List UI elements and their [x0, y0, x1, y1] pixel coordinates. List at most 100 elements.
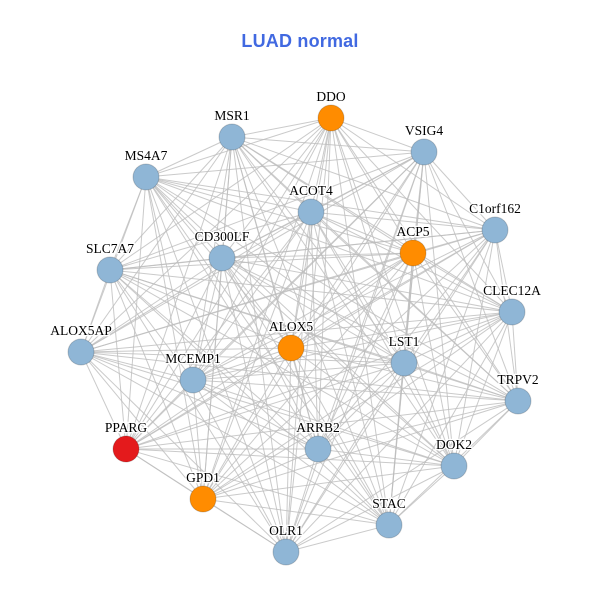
- edge-MCEMP1-ARRB2: [192, 379, 319, 450]
- node-TRPV2: [504, 387, 532, 415]
- edge-CD300LF-TRPV2: [221, 257, 519, 402]
- edge-ACOT4-DOK2: [310, 211, 455, 467]
- node-OLR1: [272, 538, 300, 566]
- edge-TRPV2-PPARG: [125, 400, 519, 450]
- edge-CD300LF-ALOX5AP: [80, 257, 223, 353]
- edge-SLC7A7-OLR1: [109, 269, 287, 553]
- node-ALOX5: [277, 334, 305, 362]
- edge-ACOT4-TRPV2: [310, 211, 519, 402]
- edge-ALOX5-MCEMP1: [192, 347, 292, 381]
- chart-title: LUAD normal: [241, 31, 359, 51]
- edge-MS4A7-LST1: [145, 176, 405, 364]
- node-ALOX5AP: [67, 338, 95, 366]
- node-label-STAC: STAC: [372, 496, 405, 511]
- edge-CLEC12A-ALOX5: [290, 311, 513, 349]
- edge-ACP5-ALOX5: [290, 252, 414, 349]
- edge-ALOX5AP-GPD1: [80, 351, 204, 500]
- edge-ACP5-GPD1: [202, 252, 414, 500]
- edge-MSR1-DOK2: [231, 136, 455, 467]
- node-layer: [67, 104, 532, 566]
- node-label-MSR1: MSR1: [214, 108, 249, 123]
- edge-ALOX5-DOK2: [290, 347, 455, 467]
- edge-ALOX5AP-TRPV2: [80, 351, 519, 402]
- edge-DDO-SLC7A7: [109, 117, 332, 271]
- edge-CD300LF-MCEMP1: [192, 257, 223, 381]
- edge-C1orf162-STAC: [388, 229, 496, 526]
- node-label-ALOX5AP: ALOX5AP: [50, 323, 112, 338]
- edge-SLC7A7-ALOX5AP: [80, 269, 111, 353]
- edge-MSR1-ALOX5AP: [80, 136, 233, 353]
- edge-SLC7A7-MCEMP1: [109, 269, 194, 381]
- edge-DOK2-OLR1: [285, 465, 455, 553]
- node-SLC7A7: [96, 256, 124, 284]
- edge-MS4A7-MCEMP1: [145, 176, 194, 381]
- node-ACP5: [399, 239, 427, 267]
- edge-SLC7A7-ARRB2: [109, 269, 319, 450]
- edge-TRPV2-OLR1: [285, 400, 519, 553]
- edge-ACP5-PPARG: [125, 252, 414, 450]
- edge-LST1-TRPV2: [403, 362, 519, 402]
- edge-MCEMP1-GPD1: [192, 379, 204, 500]
- edge-MS4A7-PPARG: [125, 176, 147, 450]
- node-label-SLC7A7: SLC7A7: [86, 241, 134, 256]
- node-CLEC12A: [498, 298, 526, 326]
- edge-DDO-CD300LF: [221, 117, 332, 259]
- edge-CD300LF-STAC: [221, 257, 390, 526]
- edge-ALOX5-PPARG: [125, 347, 292, 450]
- edge-C1orf162-LST1: [403, 229, 496, 364]
- edge-MS4A7-CD300LF: [145, 176, 223, 259]
- edge-CD300LF-ALOX5: [221, 257, 292, 349]
- edge-SLC7A7-GPD1: [109, 269, 204, 500]
- edge-ACOT4-ACP5: [310, 211, 414, 254]
- edge-ACOT4-SLC7A7: [109, 211, 312, 271]
- edge-ARRB2-GPD1: [202, 448, 319, 500]
- edge-C1orf162-OLR1: [285, 229, 496, 553]
- edge-CD300LF-SLC7A7: [109, 257, 223, 271]
- edge-C1orf162-GPD1: [202, 229, 496, 500]
- edge-STAC-OLR1: [285, 524, 390, 553]
- node-label-CD300LF: CD300LF: [195, 229, 250, 244]
- edge-ACOT4-OLR1: [285, 211, 312, 553]
- node-label-ALOX5: ALOX5: [269, 319, 313, 334]
- edge-ACOT4-MCEMP1: [192, 211, 312, 381]
- edge-DDO-ALOX5: [290, 117, 332, 349]
- edge-LST1-MCEMP1: [192, 362, 405, 381]
- edge-ACP5-SLC7A7: [109, 252, 414, 271]
- edge-CLEC12A-ALOX5AP: [80, 311, 513, 353]
- edge-LST1-OLR1: [285, 362, 405, 553]
- node-DDO: [317, 104, 345, 132]
- node-label-PPARG: PPARG: [105, 420, 148, 435]
- edge-ACP5-CLEC12A: [412, 252, 513, 313]
- edge-C1orf162-DOK2: [453, 229, 496, 467]
- edge-MS4A7-DOK2: [145, 176, 455, 467]
- edge-MS4A7-TRPV2: [145, 176, 519, 402]
- edge-TRPV2-ARRB2: [317, 400, 519, 450]
- edge-VSIG4-ALOX5: [290, 151, 425, 349]
- node-label-VSIG4: VSIG4: [405, 123, 444, 138]
- edge-MSR1-OLR1: [231, 136, 287, 553]
- edge-DDO-ARRB2: [317, 117, 332, 450]
- edge-LST1-GPD1: [202, 362, 405, 500]
- edge-ALOX5AP-DOK2: [80, 351, 455, 467]
- node-label-OLR1: OLR1: [269, 523, 303, 538]
- node-MS4A7: [132, 163, 160, 191]
- edge-VSIG4-PPARG: [125, 151, 425, 450]
- node-label-ARRB2: ARRB2: [296, 420, 340, 435]
- edge-SLC7A7-PPARG: [109, 269, 127, 450]
- edge-ARRB2-OLR1: [285, 448, 319, 553]
- edge-CLEC12A-ARRB2: [317, 311, 513, 450]
- node-DOK2: [440, 452, 468, 480]
- edge-CD300LF-PPARG: [125, 257, 223, 450]
- node-label-MCEMP1: MCEMP1: [165, 351, 221, 366]
- node-label-C1orf162: C1orf162: [469, 201, 521, 216]
- node-LST1: [390, 349, 418, 377]
- node-STAC: [375, 511, 403, 539]
- edge-MS4A7-ACOT4: [145, 176, 312, 213]
- edge-MCEMP1-OLR1: [192, 379, 287, 553]
- node-label-GPD1: GPD1: [186, 470, 220, 485]
- edge-PPARG-DOK2: [125, 448, 455, 467]
- edge-ACOT4-STAC: [310, 211, 390, 526]
- edge-ACOT4-ALOX5: [290, 211, 312, 349]
- edge-ACOT4-C1orf162: [310, 211, 496, 231]
